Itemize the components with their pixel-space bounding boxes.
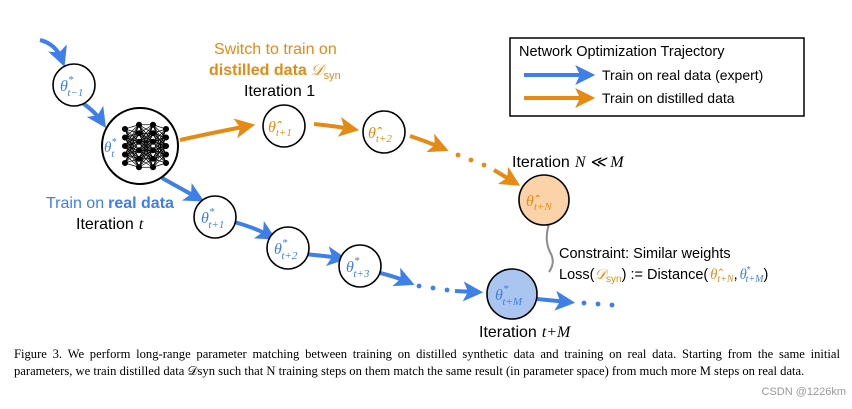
nn-neuron xyxy=(135,164,143,171)
nn-neuron xyxy=(149,155,157,162)
legend-real-label: Train on real data (expert) xyxy=(602,67,763,83)
constraint-connector xyxy=(545,223,554,273)
blue-ellipsis-2 xyxy=(581,300,615,308)
constraint-label: Constraint: Similar weights xyxy=(559,246,731,262)
arrow-current-to-hat1 xyxy=(179,118,256,142)
legend-title: Network Optimization Trajectory xyxy=(519,44,725,60)
nn-neuron xyxy=(135,155,143,162)
nn-neuron xyxy=(149,130,157,137)
nn-neuron xyxy=(121,159,129,167)
switch-label-line1: Switch to train on xyxy=(214,41,337,58)
node-theta-hat-N: θ̂t+N xyxy=(518,174,570,226)
arrow-starM-out xyxy=(536,290,576,311)
nn-neuron xyxy=(121,134,129,141)
current-theta-label: θ*t xyxy=(104,137,116,160)
svg-text:θ*t+2: θ*t+2 xyxy=(274,237,298,262)
orange-ellipsis xyxy=(455,152,487,168)
arrow-dots-to-starM xyxy=(454,281,484,302)
arrow-star2-to-star3 xyxy=(303,246,348,267)
node-theta-hat-1: θ̂t+1 xyxy=(262,104,306,148)
nn-neuron xyxy=(121,125,129,133)
nn-neuron xyxy=(135,147,143,154)
nn-neuron xyxy=(121,151,129,158)
arrow-hat1-to-hat2 xyxy=(313,117,360,137)
node-theta-star-M: θ*t+M xyxy=(486,268,538,320)
arrow-current-to-star1 xyxy=(161,176,205,202)
svg-text:θ*t+M: θ*t+M xyxy=(495,283,523,308)
nn-neuron xyxy=(162,125,170,133)
nn-neuron xyxy=(162,134,170,141)
arrow-hat2-to-dots xyxy=(409,133,449,153)
node-theta-star-1: θ*t+1 xyxy=(193,195,237,239)
svg-text:θ*t+1: θ*t+1 xyxy=(201,206,224,231)
neural-network-icon xyxy=(121,121,170,171)
loss-formula: Loss(𝒟syn) := Distance(θ̂t+N,θ*t+M) xyxy=(559,265,768,285)
svg-text:θ*t−1: θ*t−1 xyxy=(60,74,83,99)
watermark: CSDN @1226km xyxy=(761,386,846,398)
nn-neuron xyxy=(162,142,170,150)
nn-neuron xyxy=(149,147,157,154)
nn-neuron xyxy=(135,130,143,137)
nn-neuron xyxy=(149,121,157,128)
legend-distilled-label: Train on distilled data xyxy=(602,90,735,106)
svg-text:θ*t+3: θ*t+3 xyxy=(346,255,370,280)
iteration-1-label: Iteration 1 xyxy=(244,83,315,100)
node-theta-prev: θ*t−1 xyxy=(52,63,96,107)
figure-caption: Figure 3. We perform long-range paramete… xyxy=(14,347,840,378)
arrow-dots-to-hatN xyxy=(492,166,521,186)
nn-neuron xyxy=(149,164,157,171)
node-theta-hat-2: θ̂t+2 xyxy=(362,110,406,154)
nn-neuron xyxy=(135,138,143,145)
arrow-star1-to-star2 xyxy=(233,220,277,240)
node-theta-star-3: θ*t+3 xyxy=(338,244,382,288)
nn-neuron xyxy=(135,121,143,128)
node-theta-star-2: θ*t+2 xyxy=(266,226,310,270)
arrow-into-prev xyxy=(39,38,67,67)
nn-neuron xyxy=(149,138,157,145)
node-theta-current: θ*t xyxy=(101,107,179,185)
blue-ellipsis-1 xyxy=(416,283,450,293)
nn-neuron xyxy=(121,142,129,150)
nn-neuron xyxy=(162,159,170,167)
nn-neuron xyxy=(162,151,170,158)
arrow-star3-to-dots xyxy=(375,267,415,287)
